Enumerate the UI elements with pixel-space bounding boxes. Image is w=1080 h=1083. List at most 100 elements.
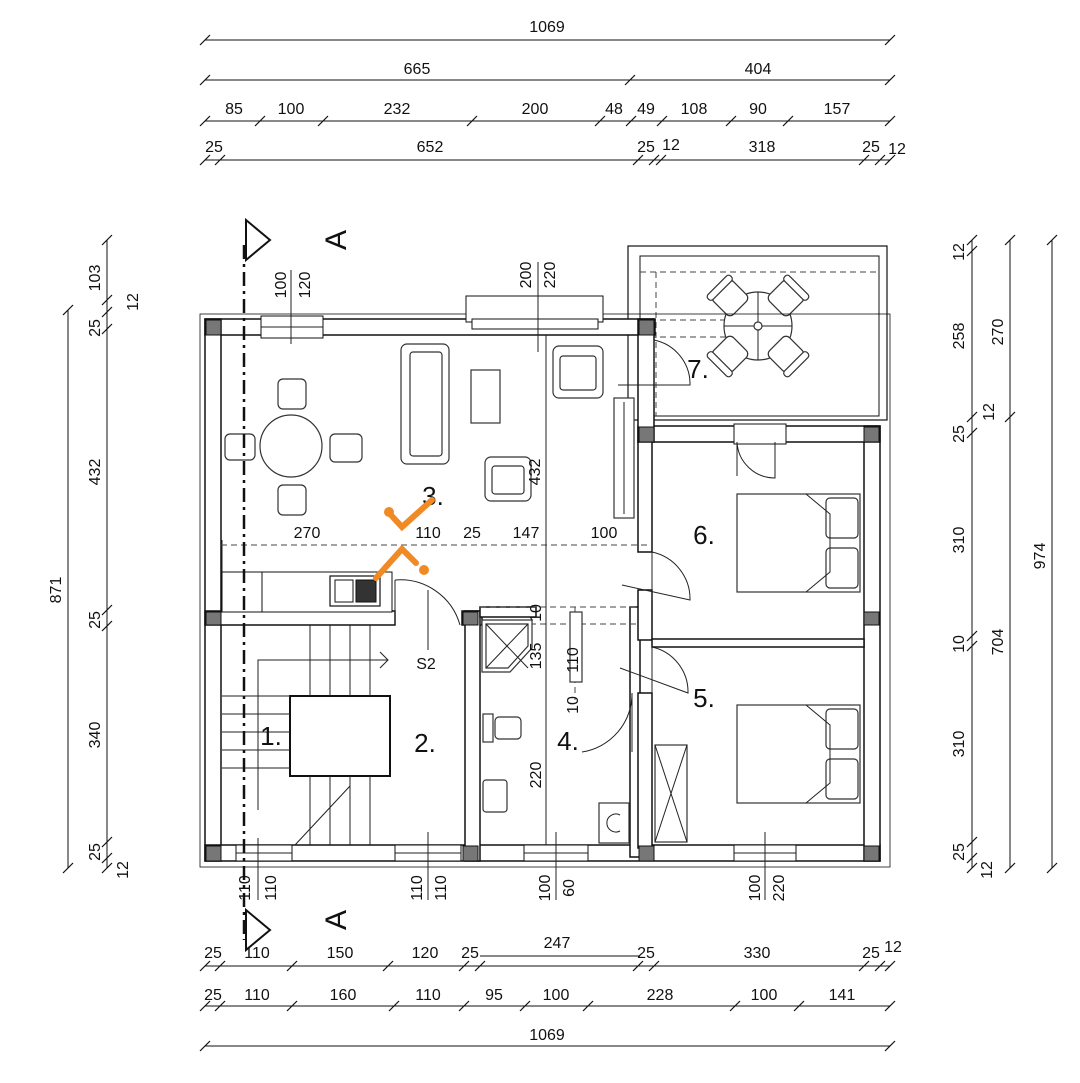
dim-bot2-110b: 110 [415,987,441,1004]
patio-table [706,274,810,378]
dim-left-12b: 12 [115,861,132,879]
dim-bot-150: 150 [327,945,354,962]
dim-left-25a: 25 [87,319,104,337]
opening-top1-a: 100 [273,272,290,299]
dim-bath-10a: 10 [528,604,545,622]
armchair [484,456,532,502]
bed-room-6 [736,493,861,593]
dim-bot-330: 330 [744,945,771,962]
toilet [494,716,522,740]
dining-table [224,378,363,516]
dim-bot-25b: 25 [461,945,479,962]
dim-top-652: 652 [417,139,444,156]
room-1-label: 1. [260,721,282,751]
dim-top-85: 85 [225,101,243,118]
dim-top-157: 157 [824,101,851,118]
section-label-top: A [320,230,353,250]
dim-hall-110: 110 [415,525,441,542]
opening-bot3-b: 60 [561,879,578,897]
coffee-table [470,369,501,424]
dim-right-310a: 310 [951,527,968,554]
dim-top-665: 665 [404,61,431,78]
dim-top-318: 318 [749,139,776,156]
room-2-label: 2. [414,728,436,758]
room-6-label: 6. [693,520,715,550]
interior-dimensions: 270 110 25 147 100 432 10 135 110 10 220 [294,459,618,789]
dim-right-258: 258 [951,323,968,350]
dim-top-404: 404 [745,61,772,78]
opening-bot4-a: 100 [747,875,764,902]
patio-chair [767,335,810,378]
sofa [400,343,450,465]
dimension-bottom: 25 110 150 120 25 247 25 330 25 12 25 11… [199,935,902,1052]
room-7-label: 7. [687,354,709,384]
dim-bot2-160: 160 [330,987,357,1004]
dim-bath-110: 110 [565,647,582,673]
dim-left-432: 432 [87,459,104,486]
patio-chair [706,335,749,378]
dim-left-12a: 12 [125,293,142,311]
dim-top-48: 48 [605,101,623,118]
chair [277,484,307,516]
section-line: A A [242,217,353,953]
dim-top-overall: 1069 [529,19,565,36]
wardrobe [654,744,688,843]
dim-right-12b: 12 [979,861,996,879]
patio-chair [767,274,810,317]
dim-bot-247: 247 [544,935,571,952]
armchair-2 [552,345,604,399]
section-label-bottom: A [320,910,353,930]
beam-lines [221,335,650,845]
kitchen-counter [221,571,393,613]
patio-chair [706,274,749,317]
dim-left-871: 871 [48,577,65,604]
dim-bot2-100b: 100 [751,987,778,1004]
dim-top-200: 200 [522,101,549,118]
dim-hall-100: 100 [591,525,618,542]
room-5-label: 5. [693,683,715,713]
dim-top-12a: 12 [662,137,680,154]
dim-bot-120: 120 [412,945,439,962]
dim-bot2-25: 25 [204,987,222,1004]
dim-bot-25d: 25 [862,945,880,962]
chair [277,378,307,410]
dim-bot2-110a: 110 [244,987,270,1004]
dim-top-49: 49 [637,101,655,118]
dim-top-25a: 25 [205,139,223,156]
columns [205,319,880,862]
bathroom-fixtures [481,611,630,844]
dim-bot-110a: 110 [244,945,270,962]
dim-right-25b: 25 [951,843,968,861]
dim-hall-25: 25 [463,525,481,542]
logo-mark [373,497,435,581]
bed-room-5 [736,704,861,804]
dim-right-25a: 25 [951,425,968,443]
dim-top-108: 108 [681,101,708,118]
dim-bot2-95: 95 [485,987,503,1004]
dim-top-100: 100 [278,101,305,118]
opening-top2-a: 200 [518,262,535,289]
dim-bath-10b: 10 [565,696,582,714]
dim-left-25c: 25 [87,843,104,861]
dim-right-12c: 12 [981,403,998,421]
dim-right-270: 270 [990,319,1007,346]
dimension-left: 871 103 12 25 432 25 340 25 12 [48,234,142,879]
chair [329,433,363,463]
dim-top-90: 90 [749,101,767,118]
washbasin [482,779,508,813]
dimension-top: 1069 665 404 85 100 232 200 48 49 108 90… [199,19,906,166]
dim-right-974: 974 [1032,543,1049,570]
dim-hall-147: 147 [513,525,540,542]
staircase [222,625,391,846]
opening-bot1-a: 110 [237,875,254,901]
dim-left-103: 103 [87,265,104,292]
dim-bot-25a: 25 [204,945,222,962]
dim-right-310b: 310 [951,731,968,758]
dim-bot2-228: 228 [647,987,674,1004]
dim-top-25b: 25 [637,139,655,156]
dim-right-12a: 12 [951,243,968,261]
dimension-right: 12 258 25 310 10 310 25 12 270 12 704 97… [951,234,1058,879]
dim-left-340: 340 [87,722,104,749]
dim-bot-overall: 1069 [529,1027,565,1044]
